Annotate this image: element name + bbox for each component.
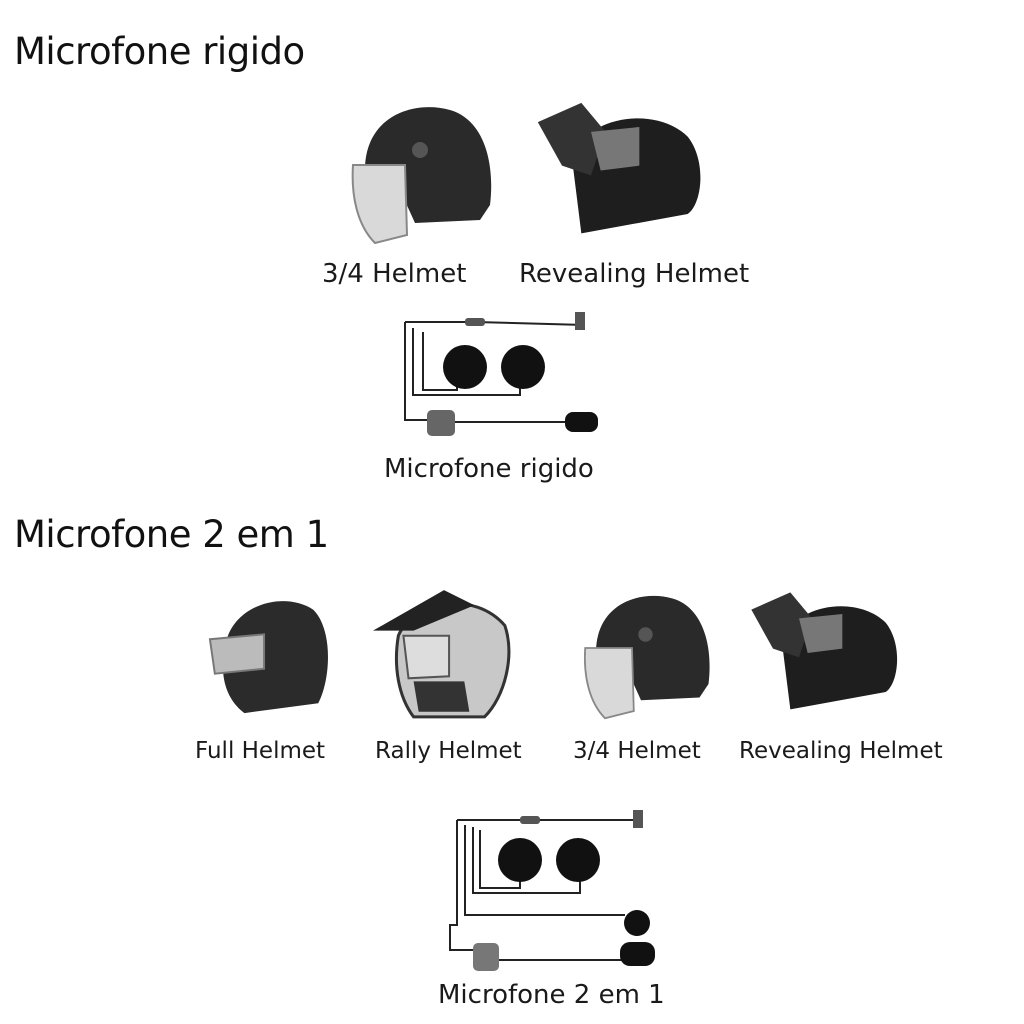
rigid-mic-headset-icon [404,312,598,436]
helmet-label: Full Helmet [195,738,326,764]
three-quarter-helmet-icon [345,95,495,245]
helmet-label: 3/4 Helmet [573,738,701,764]
helmet-label: Revealing Helmet [739,738,943,764]
helmet-label: Revealing Helmet [519,259,750,289]
accessory-label: Microfone rigido [384,454,594,484]
rally-helmet-icon [373,585,515,727]
section-title-rigid: Microfone rigido [14,30,305,73]
helmet-label: Rally Helmet [375,738,522,764]
section-title-2in1: Microfone 2 em 1 [14,513,329,556]
modular-helmet-icon [530,98,710,243]
two-in-one-mic-headset-icon [449,810,655,971]
modular-helmet-icon [745,588,905,718]
accessory-label: Microfone 2 em 1 [438,980,665,1010]
helmet-label: 3/4 Helmet [322,259,467,289]
full-face-helmet-icon [205,590,333,718]
three-quarter-helmet-icon [578,585,713,720]
